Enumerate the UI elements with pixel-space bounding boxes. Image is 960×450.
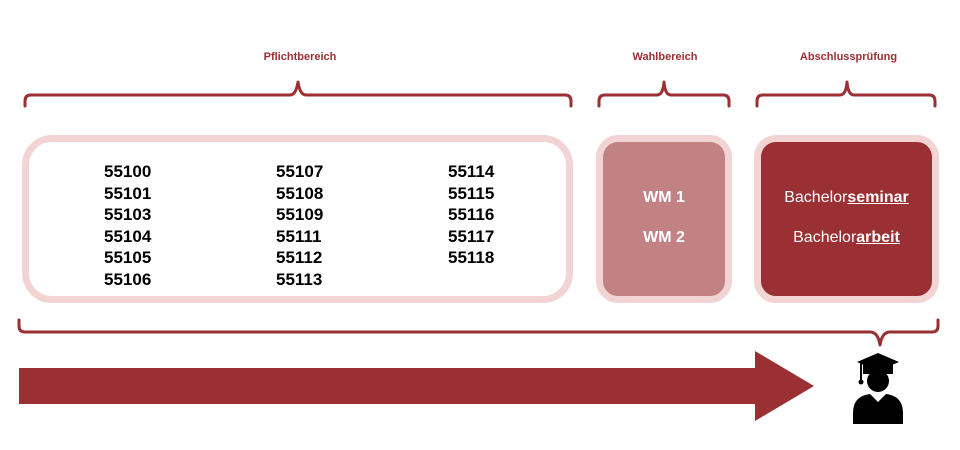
course-code: 55108	[276, 183, 324, 203]
label-wahlbereich: Wahlbereich	[632, 51, 698, 63]
pflichtbereich-box: 55100 55101 55103 55104 55105 55106 5510…	[22, 135, 573, 303]
course-code: 55101	[104, 183, 152, 203]
wahl-module-2: WM 2	[643, 229, 685, 246]
course-code: 55111	[276, 226, 322, 246]
arrow-right-icon	[19, 351, 814, 421]
course-column-2: 55107 55108 55109 55111 55112 55113	[276, 161, 396, 291]
course-code: 55112	[276, 248, 323, 268]
bachelorarbeit-emphasis: arbeit	[856, 229, 900, 246]
label-abschlusspruefung: Abschlussprüfung	[799, 51, 898, 63]
course-column-1: 55100 55101 55103 55104 55105 55106	[104, 161, 224, 291]
wahl-module-1: WM 1	[643, 189, 685, 206]
abschluss-box: Bachelorseminar Bachelorarbeit	[754, 135, 939, 303]
course-code: 55107	[276, 162, 324, 181]
course-code: 55118	[448, 248, 495, 268]
course-code: 55104	[104, 226, 152, 246]
bachelorarbeit-label: Bachelorarbeit	[761, 229, 932, 247]
course-code: 55115	[448, 183, 495, 203]
bachelorseminar-emphasis: seminar	[847, 189, 909, 206]
course-code: 55100	[104, 162, 152, 181]
bachelorseminar-prefix: Bachelor	[784, 189, 848, 206]
course-code: 55103	[104, 205, 152, 225]
course-code: 55109	[276, 205, 324, 225]
course-code: 55105	[104, 248, 152, 268]
course-code: 55106	[104, 269, 152, 289]
course-code: 55113	[276, 269, 323, 289]
brace-abschlusspruefung	[755, 80, 937, 108]
graduate-icon	[853, 353, 903, 424]
bachelorseminar-label: Bachelorseminar	[761, 189, 932, 207]
course-column-3: 55114 55115 55116 55117 55118	[448, 161, 568, 269]
bachelorarbeit-prefix: Bachelor	[793, 229, 857, 246]
brace-pflichtbereich	[23, 80, 573, 108]
label-pflichtbereich: Pflichtbereich	[263, 51, 337, 63]
course-code: 55117	[448, 226, 495, 246]
wahlbereich-box: WM 1 WM 2	[596, 135, 732, 303]
course-code: 55116	[448, 205, 495, 225]
brace-wahlbereich	[597, 80, 731, 108]
course-code: 55114	[448, 162, 495, 181]
brace-programme	[17, 318, 940, 347]
